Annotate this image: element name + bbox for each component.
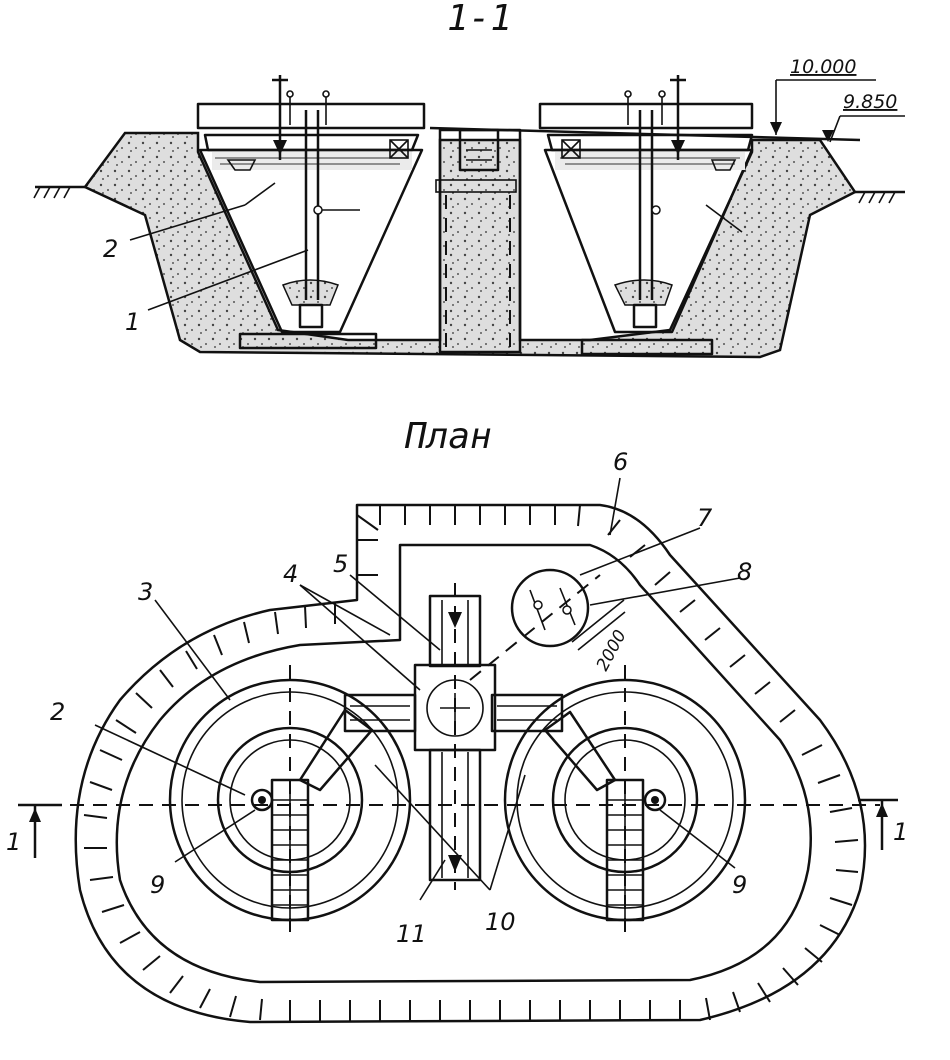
outer-embankment-outline xyxy=(74,503,867,1024)
section-leaders xyxy=(129,182,743,311)
plan-label-8: 8 xyxy=(737,558,752,586)
plan-label-3: 3 xyxy=(138,578,153,606)
cut-label-left: 1 xyxy=(6,828,21,856)
plan-label-4: 4 xyxy=(283,560,298,588)
plan-label-10: 10 xyxy=(485,908,516,936)
plan-label-9-left: 9 xyxy=(150,871,165,899)
plan-label-9-right: 9 xyxy=(732,871,747,899)
plan-label-2: 2 xyxy=(50,698,65,726)
section-title: 1-1 xyxy=(447,0,512,39)
section-view: 1-1 xyxy=(33,0,905,359)
plan-label-5: 5 xyxy=(333,550,348,578)
right-tank xyxy=(538,75,754,356)
section-label-1: 1 xyxy=(125,308,140,336)
embankment-ticks xyxy=(83,504,859,1021)
pump-well xyxy=(510,568,590,648)
plan-title: План xyxy=(404,416,492,457)
elevation-lower: 9.850 xyxy=(843,91,897,113)
plan-label-11: 11 xyxy=(396,920,427,948)
plan-leaders xyxy=(94,477,741,901)
cut-mark-right xyxy=(858,798,898,850)
elevation-upper: 10.000 xyxy=(790,56,856,78)
section-label-2: 2 xyxy=(103,235,118,263)
dimension-line xyxy=(571,599,626,651)
ground-line-right xyxy=(855,190,905,204)
ground-line-left xyxy=(33,185,85,199)
left-tank xyxy=(196,75,426,350)
plan-label-7: 7 xyxy=(697,504,713,532)
cut-mark-left xyxy=(18,803,62,858)
axis-lines xyxy=(70,574,880,940)
plan-view: План xyxy=(6,416,908,1024)
elevation-marks: 10.000 9.850 xyxy=(429,56,905,143)
plan-label-6: 6 xyxy=(613,448,628,476)
inner-embankment-outline xyxy=(115,543,812,984)
cut-label-right: 1 xyxy=(893,818,908,846)
